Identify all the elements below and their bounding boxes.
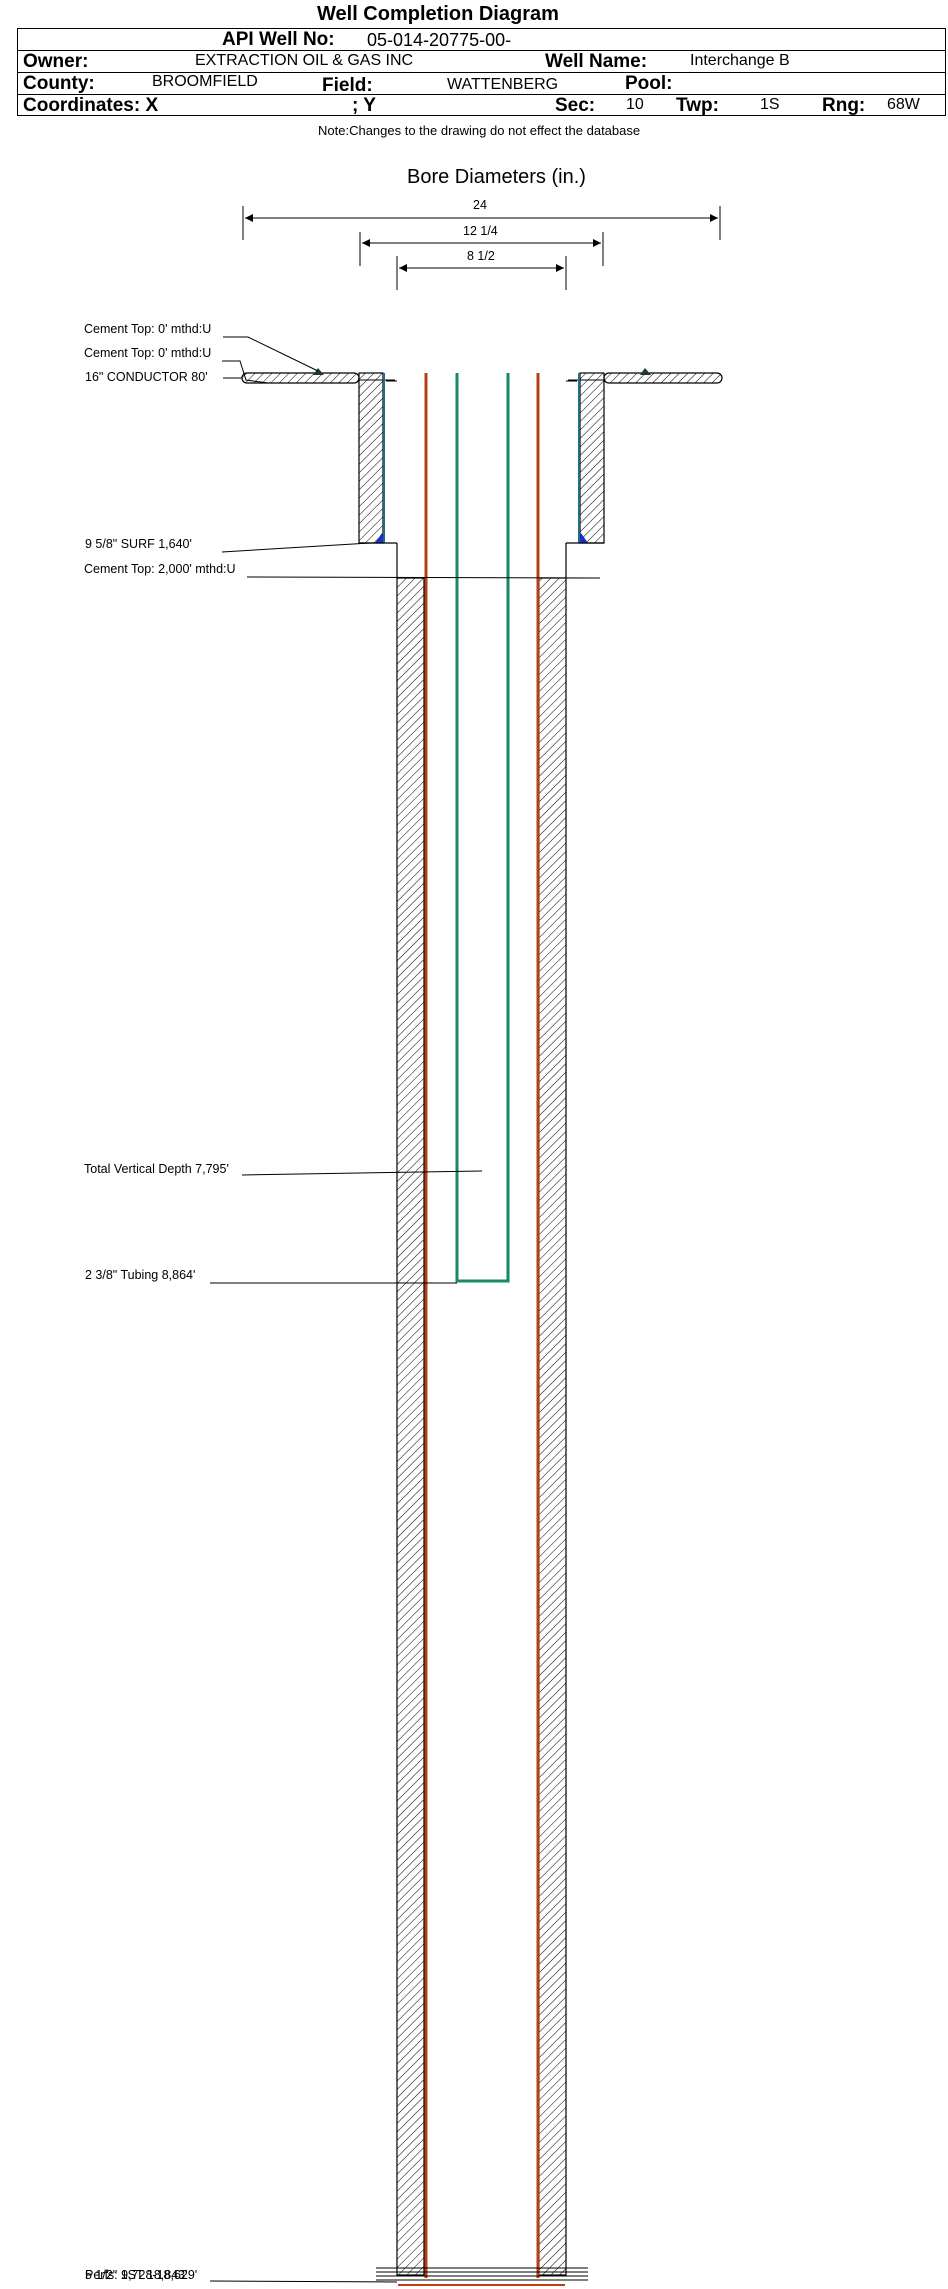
cement-top-label-3: Cement Top: 2,000' mthd:U [84, 562, 236, 576]
page-title: Well Completion Diagram [317, 3, 559, 25]
header-divider-3 [17, 94, 946, 95]
api-value: 05-014-20775-00- [367, 30, 512, 50]
header-divider-2 [17, 72, 946, 73]
sec-label: Sec: [555, 95, 596, 116]
twp-label: Twp: [676, 95, 719, 116]
tubing-string [455, 373, 510, 1283]
surface-casing-label: 9 5/8" SURF 1,640' [85, 537, 192, 551]
sec-value: 10 [626, 96, 644, 113]
production-casing [424, 373, 540, 2278]
total-vertical-depth-label: Total Vertical Depth 7,795' [84, 1162, 229, 1176]
twp-value: 1S [760, 96, 780, 113]
perforations-label: Perfs: 9,728-18,629' [85, 2268, 198, 2282]
header-divider-1 [17, 50, 946, 51]
production-cement [396, 577, 567, 2276]
county-value: BROOMFIELD [152, 73, 258, 90]
surface-casing [383, 373, 580, 543]
conductor-casing [241, 368, 723, 384]
bottom-hole-marks [209, 2267, 588, 2286]
rng-value: 68W [887, 96, 920, 113]
owner-label: Owner: [23, 51, 89, 72]
bore-dimension-lines [242, 206, 721, 290]
well-name-value: Interchange B [690, 52, 790, 69]
cement-top-label-1: Cement Top: 0' mthd:U [84, 322, 212, 336]
tubing-label: 2 3/8" Tubing 8,864' [85, 1268, 196, 1282]
bore-diameters-title: Bore Diameters (in.) [407, 166, 586, 188]
casing-shoe-ledge [359, 542, 604, 578]
county-label: County: [23, 73, 95, 94]
surface-cement [358, 372, 605, 544]
bore-diameter-label-2: 12 1/4 [463, 224, 498, 238]
y-label: ; Y [352, 95, 376, 116]
owner-value: EXTRACTION OIL & GAS INC [195, 52, 414, 69]
pool-label: Pool: [625, 73, 673, 94]
production-casing-label: 5 1/2" 1ST 18,843' [85, 2268, 188, 2282]
annotation-leaders [210, 336, 601, 1284]
field-value: WATTENBERG [447, 76, 559, 93]
rng-label: Rng: [822, 95, 866, 116]
wellhead-marks [386, 380, 600, 579]
coordinates-label: Coordinates: X [23, 95, 159, 116]
bore-diameter-label-3: 8 1/2 [467, 249, 495, 263]
database-note: Note:Changes to the drawing do not effec… [318, 123, 641, 138]
cement-top-label-2: Cement Top: 0' mthd:U [84, 346, 212, 360]
bore-diameter-label-1: 24 [473, 198, 487, 212]
field-label: Field: [322, 75, 373, 96]
well-name-label: Well Name: [545, 51, 648, 72]
conductor-label: 16" CONDUCTOR 80' [85, 370, 208, 384]
api-label: API Well No: [222, 29, 335, 50]
